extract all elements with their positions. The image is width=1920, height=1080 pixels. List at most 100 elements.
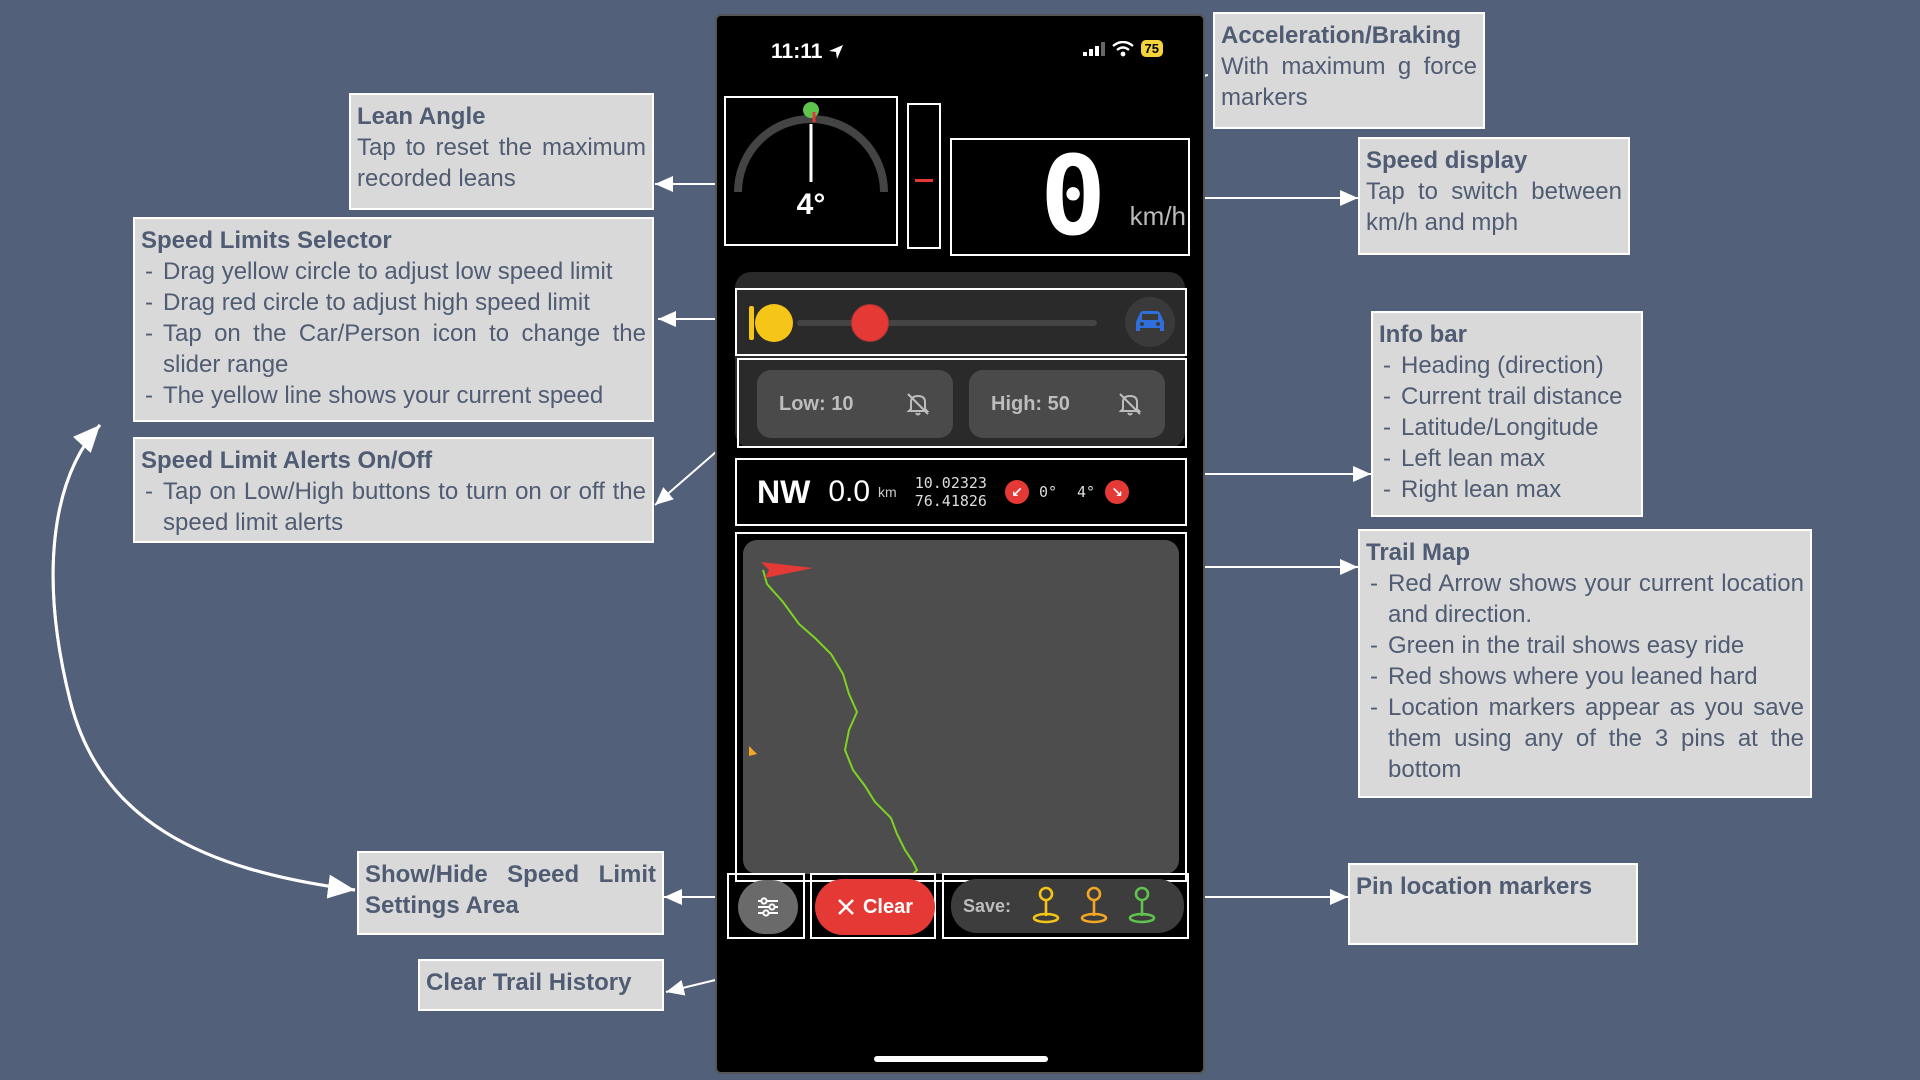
callout-item: Heading (direction) [1379, 350, 1635, 381]
close-icon [838, 899, 854, 915]
callout-item: Green in the trail shows easy ride [1366, 630, 1804, 661]
clear-label: Clear [862, 895, 914, 918]
trail-distance-value: 0.0 [828, 475, 871, 508]
settings-toggle [727, 873, 805, 939]
callout-pin-markers: Pin location markers [1348, 863, 1638, 945]
callout-item: Location markers appear as you save them… [1366, 692, 1804, 785]
info-bar: NW 0.0 km 10.02323 76.41826 ↙ 0° 4° ↘ [735, 458, 1187, 526]
coordinates: 10.02323 76.41826 [915, 474, 987, 510]
clear-area: Clear [810, 873, 936, 939]
bell-off-icon [906, 393, 930, 416]
right-lean-icon: ↘ [1105, 480, 1130, 504]
low-alert-button[interactable]: Low: 10 [757, 370, 953, 438]
location-arrow-icon [829, 45, 844, 60]
callout-item: Tap on the Car/Person icon to change the… [141, 318, 646, 380]
status-time-text: 11:11 [771, 40, 823, 63]
callout-list: Red Arrow shows your current location an… [1366, 568, 1804, 785]
callout-item: Left lean max [1379, 443, 1635, 474]
phone-screen: 11:11 75 4° 0 km/h [715, 14, 1205, 1074]
speed-value: 0 [1040, 132, 1107, 260]
pin-save-bar: Save: [951, 879, 1184, 933]
speed-display[interactable]: 0 km/h [950, 132, 1190, 260]
car-glyph [1136, 311, 1164, 331]
pin-save-area: Save: [942, 873, 1189, 939]
callout-desc: With maximum g force markers [1221, 53, 1477, 111]
callout-item: Drag red circle to adjust high speed lim… [141, 287, 646, 318]
left-lean-icon: ↙ [1004, 480, 1029, 504]
latitude-value: 10.02323 [914, 474, 987, 492]
callout-info-bar: Info bar Heading (direction) Current tra… [1371, 311, 1643, 517]
callout-speed-alerts: Speed Limit Alerts On/Off Tap on Low/Hig… [133, 437, 654, 543]
callout-item: Red shows where you leaned hard [1366, 661, 1804, 692]
pin-icon [1128, 886, 1156, 924]
map-canvas[interactable] [743, 540, 1179, 874]
current-speed-line [749, 306, 754, 340]
callout-speed-limits: Speed Limits Selector Drag yellow circle… [133, 217, 654, 422]
callout-item: The yellow line shows your current speed [141, 380, 646, 411]
wifi-icon [1111, 40, 1134, 56]
callout-title: Speed display [1366, 147, 1528, 174]
battery-icon: 75 [1140, 40, 1163, 57]
callout-item: Tap on Low/High buttons to turn on or of… [141, 476, 646, 538]
high-alert-button[interactable]: High: 50 [969, 370, 1165, 438]
high-alert-label: High: 50 [991, 392, 1070, 415]
home-indicator[interactable] [874, 1056, 1048, 1062]
settings-toggle-button[interactable] [738, 880, 798, 934]
callout-title: Acceleration/Braking [1221, 22, 1462, 49]
left-lean-max: 0° [1038, 483, 1058, 501]
save-label: Save: [963, 895, 1012, 916]
speed-alerts-row: Low: 10 High: 50 [737, 358, 1187, 448]
callout-clear-history: Clear Trail History [418, 959, 664, 1011]
longitude-value: 76.41826 [914, 492, 987, 510]
speed-unit: km/h [1129, 201, 1186, 231]
acceleration-bar [907, 103, 941, 249]
callout-item: Right lean max [1379, 474, 1635, 505]
g-force-marker [915, 179, 933, 182]
high-limit-handle[interactable] [851, 304, 889, 342]
speed-limit-slider[interactable] [735, 288, 1187, 356]
callout-title: Pin location markers [1356, 873, 1593, 900]
trail-distance-unit: km [878, 484, 897, 500]
callout-list: Drag yellow circle to adjust low speed l… [141, 256, 646, 411]
callout-title: Show/Hide Speed Limit Settings Area [365, 861, 656, 919]
callout-acceleration: Acceleration/Braking With maximum g forc… [1213, 12, 1485, 129]
right-lean-max: 4° [1077, 483, 1096, 501]
callout-title: Info bar [1379, 321, 1467, 348]
lean-angle-gauge[interactable]: 4° [724, 96, 898, 246]
callout-desc: Tap to switch between km/h and mph [1366, 178, 1622, 236]
callout-title: Clear Trail History [426, 969, 632, 996]
bell-off-icon [1118, 393, 1142, 416]
callout-item: Current trail distance [1379, 381, 1635, 412]
pin-marker [749, 746, 757, 756]
callout-trail-map: Trail Map Red Arrow shows your current l… [1358, 529, 1812, 798]
pin-orange-button[interactable] [1077, 886, 1111, 926]
status-icons: 75 [1082, 40, 1163, 57]
callout-show-hide: Show/Hide Speed Limit Settings Area [357, 851, 664, 935]
clear-button[interactable]: Clear [815, 879, 935, 935]
pin-icon [1080, 886, 1108, 924]
callout-item: Latitude/Longitude [1379, 412, 1635, 443]
callout-speed-display: Speed display Tap to switch between km/h… [1358, 137, 1630, 255]
lean-angle-value: 4° [796, 188, 826, 221]
signal-icon [1082, 41, 1105, 56]
pin-green-button[interactable] [1125, 886, 1159, 926]
status-time: 11:11 [771, 40, 844, 64]
callout-lean-angle: Lean Angle Tap to reset the maximum reco… [349, 93, 654, 210]
heading-value: NW [757, 473, 811, 510]
car-icon[interactable] [1125, 297, 1175, 347]
trail-map[interactable] [735, 532, 1187, 882]
callout-list: Tap on Low/High buttons to turn on or of… [141, 476, 646, 538]
trail-arrow-icon [761, 562, 813, 578]
callout-title: Lean Angle [357, 103, 486, 130]
callout-title: Speed Limits Selector [141, 227, 392, 254]
slider-track [797, 320, 1097, 326]
callout-desc: Tap to reset the maximum recorded leans [357, 134, 646, 192]
pin-yellow-button[interactable] [1029, 886, 1063, 926]
low-alert-label: Low: 10 [779, 392, 854, 415]
lean-arc-icon [734, 102, 888, 193]
low-limit-handle[interactable] [755, 304, 793, 342]
callout-item: Drag yellow circle to adjust low speed l… [141, 256, 646, 287]
pin-icon [1032, 886, 1060, 924]
callout-title: Trail Map [1366, 539, 1471, 566]
trail-path [749, 562, 919, 874]
